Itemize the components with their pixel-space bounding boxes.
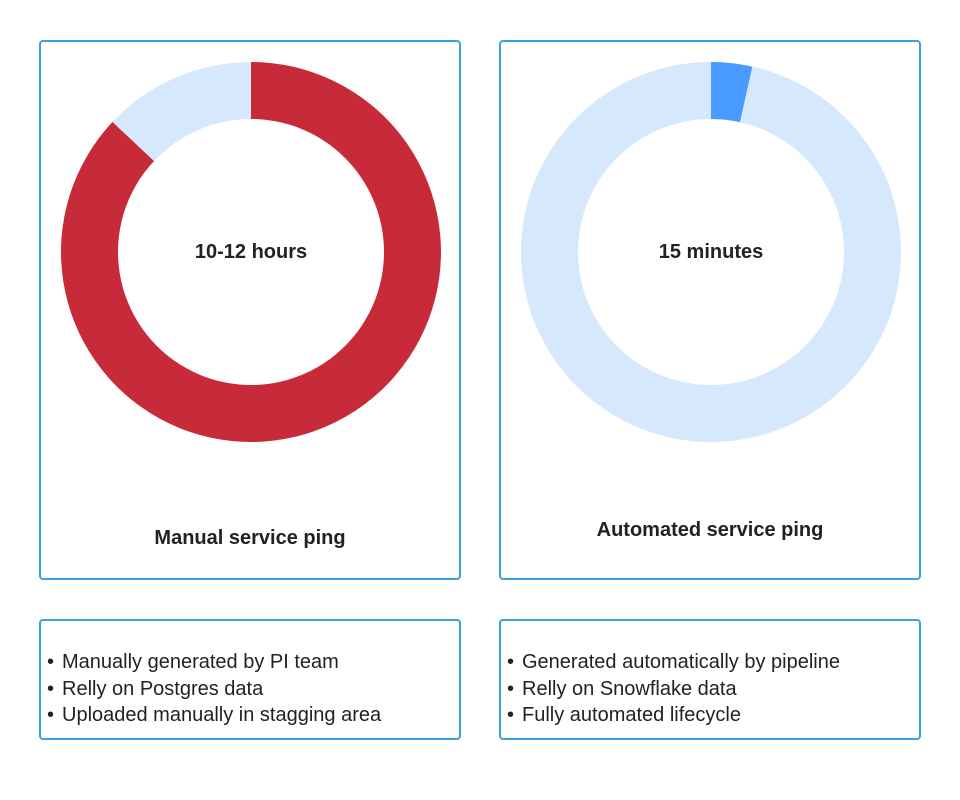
automated-chart-caption: Automated service ping bbox=[596, 519, 824, 541]
manual-chart-panel: 10-12 hours Manual service ping bbox=[39, 40, 461, 580]
manual-donut-chart: 10-12 hours bbox=[60, 62, 442, 442]
automated-donut-slices bbox=[521, 62, 901, 442]
automated-notes-panel: Generated automatically by pipeline Rell… bbox=[499, 619, 921, 740]
donut-slice bbox=[112, 62, 251, 161]
automated-center-label: 15 minutes bbox=[659, 241, 763, 263]
donut-slice bbox=[60, 62, 442, 442]
list-item: Relly on Snowflake data bbox=[507, 676, 840, 703]
manual-center-label: 10-12 hours bbox=[195, 241, 307, 263]
automated-notes-list: Generated automatically by pipeline Rell… bbox=[507, 649, 840, 729]
list-item: Fully automated lifecycle bbox=[507, 702, 840, 729]
donut-slice bbox=[521, 62, 901, 442]
list-item: Generated automatically by pipeline bbox=[507, 649, 840, 676]
automated-donut-chart: 15 minutes bbox=[521, 62, 901, 442]
manual-notes-panel: Manually generated by PI team Relly on P… bbox=[39, 619, 461, 740]
manual-donut-slices bbox=[60, 62, 442, 442]
list-item: Uploaded manually in stagging area bbox=[47, 702, 381, 729]
donut-slice bbox=[711, 62, 753, 123]
list-item: Relly on Postgres data bbox=[47, 676, 381, 703]
list-item: Manually generated by PI team bbox=[47, 649, 381, 676]
manual-notes-list: Manually generated by PI team Relly on P… bbox=[47, 649, 381, 729]
manual-chart-caption: Manual service ping bbox=[154, 527, 346, 549]
automated-chart-panel: 15 minutes Automated service ping bbox=[499, 40, 921, 580]
